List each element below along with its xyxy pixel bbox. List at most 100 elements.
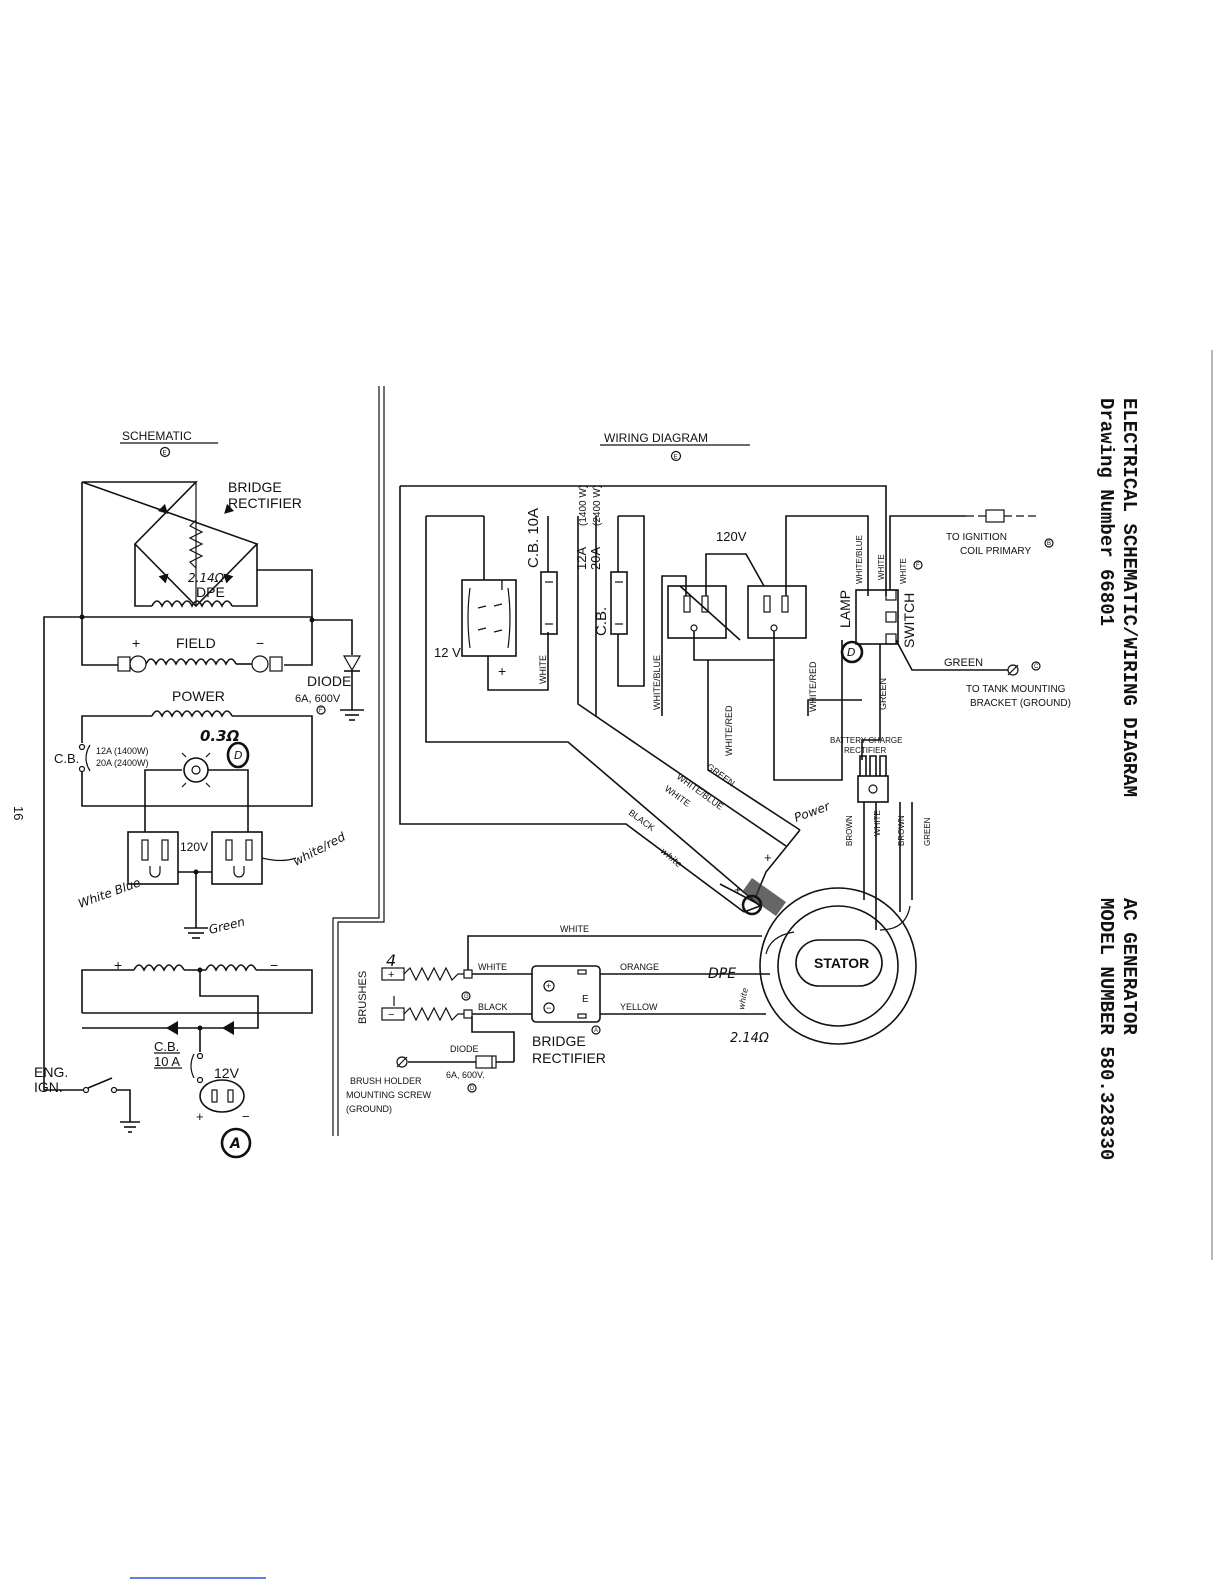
brush-ref-g: G [464,994,469,1000]
to-ignition-line2: COIL PRIMARY [960,546,1031,557]
field-brush-right [269,656,283,672]
battery-coil-minus: − [270,957,278,973]
wiring-bridge-label-2: RECTIFIER [532,1050,606,1066]
wiring-cb12a [610,571,628,635]
wiring-diode-rating: 6A, 600V. [446,1070,485,1080]
wiring-lamp-label: LAMP [837,590,853,628]
switch-ref-f: F [916,563,920,569]
schematic-cb-label: C.B. [54,751,79,766]
wiring-12v-receptacle [461,579,517,657]
to-tank-line1: TO TANK MOUNTING [966,684,1066,695]
lamp-ref-label: D [234,749,242,762]
wire-white-switch: WHITE [877,554,886,580]
stator: STATOR [759,887,917,1045]
schematic-ref-a-label: A [229,1136,241,1152]
bundle-minus: + [764,850,772,865]
wiring-12v-plus: + [498,663,506,679]
wire-yellow-label: YELLOW [620,1002,658,1012]
brush-holder-line1: BRUSH HOLDER [350,1076,422,1086]
dpe-coil [151,600,233,608]
wire-green-switch: GREEN [878,678,888,710]
schematic-ref-a-circle [220,1127,252,1159]
drawing-number: Drawing Number 66801 [1095,398,1117,626]
bundle-ref-circle [741,894,763,916]
wire-green-rect: GREEN [923,817,932,846]
white-hand-note: white [658,847,684,871]
power-resistance-note: 0.3Ω [200,727,240,745]
document-title: ELECTRICAL SCHEMATIC/WIRING DIAGRAM [1118,398,1140,797]
wire-white-blue-label: WHITE/BLUE [652,655,662,710]
power-label: POWER [172,688,225,704]
wiring-120v-receptacle-2 [747,585,807,639]
wiring-cb12a-prefix: C.B. [593,607,610,636]
wiring-bridge-label-1: BRIDGE [532,1033,586,1049]
rect-ref-a: A [594,1028,598,1034]
wire-orange-label: ORANGE [620,962,659,972]
brush-4-note: 4 [386,951,396,970]
wiring-cb10a [540,571,558,635]
cb-rating-2400w: 20A (2400W) [96,758,149,768]
green-wire-label: GREEN [944,657,983,669]
tank-ground-screw [1007,664,1019,676]
white-blue-note: White Blue [76,875,142,910]
wire-black-label: BLACK [627,808,657,833]
wiring-heading: WIRING DIAGRAM [604,431,708,445]
battery-diode-left [166,1021,178,1035]
schematic-cb10a-line1: C.B. [154,1039,179,1054]
battery-diode-right [222,1021,234,1035]
field-plus: + [132,635,140,651]
schematic-bridge-rectifier-label: RECTIFIER [228,495,302,511]
wiring-ref-label: E [674,455,678,461]
wiring-cb12a-rating-1400w: (1400 W) [578,485,589,526]
schematic-diode [342,655,362,672]
bridge-resistor [188,519,204,569]
wire-brown-2: BROWN [897,815,906,846]
wiring-120v-label: 120V [716,529,747,544]
wire-black-brush: BLACK [478,1002,508,1012]
cable-sheath [742,878,786,916]
schematic-receptacle-left [127,831,179,885]
brush-holder-screw [396,1056,408,1068]
section-divider [332,386,385,1136]
brushes-label: BRUSHES [357,971,369,1024]
wiring-switch-label: SWITCH [901,593,917,648]
schematic-lamp [183,757,209,783]
wiring-switch [855,589,899,645]
field-minus: − [256,635,264,651]
wiring-12v-minus-mark: I [500,577,504,593]
schematic-cb10a-line2: 10 A [154,1054,180,1069]
wiring-cb12a-rating-2400w: (2400 W) [592,485,603,526]
product-name: AC GENERATOR [1118,898,1140,1035]
receptacle-12v-minus: − [242,1109,250,1124]
wire-white-rect: WHITE [873,810,882,836]
schematic-12v-receptacle [199,1079,245,1113]
wire-white-cb10a: WHITE [538,655,548,684]
battery-charge-rectifier [857,775,889,803]
lamp-ref-circle [226,741,250,769]
schematic-120v-label: 120V [180,840,208,854]
wire-brown-1: BROWN [845,815,854,846]
wire-white-ignition: WHITE [899,558,908,584]
wire-white-red-lamp-label: WHITE/RED [808,661,818,712]
battery-coil-right [205,964,257,972]
schematic-ref-label: E [163,451,167,457]
schematic-diode-rating: 6A, 600V [295,693,341,705]
green-ground-note: Green [207,914,246,936]
schematic-heading: SCHEMATIC [122,429,192,443]
white-hand-note-2: white [737,987,750,1010]
bundle-plus: + [734,882,742,897]
wire-white-red-label: WHITE/RED [724,705,734,756]
rect-minus-terminal: − [546,1003,551,1013]
schematic-section: SCHEMATIC E BRIDGE RECTIFIER 2.14Ω DPE +… [34,429,364,1159]
cable-bundle: BLACK WHITE WHITE/BLUE GREEN white Power… [627,762,833,916]
brush-plus-mark: + [388,969,394,981]
ignition-ref-b: B [1047,541,1051,547]
dpe-resistance-note: 2.14Ω [188,571,225,585]
model-number: MODEL NUMBER 580.328330 [1095,898,1117,1160]
diode-ref-d: D [470,1086,475,1092]
dpe-hand-note: DPE [708,966,736,982]
ignition-connector [985,509,1005,523]
wire-white-blue-switch: WHITE/BLUE [855,535,864,584]
